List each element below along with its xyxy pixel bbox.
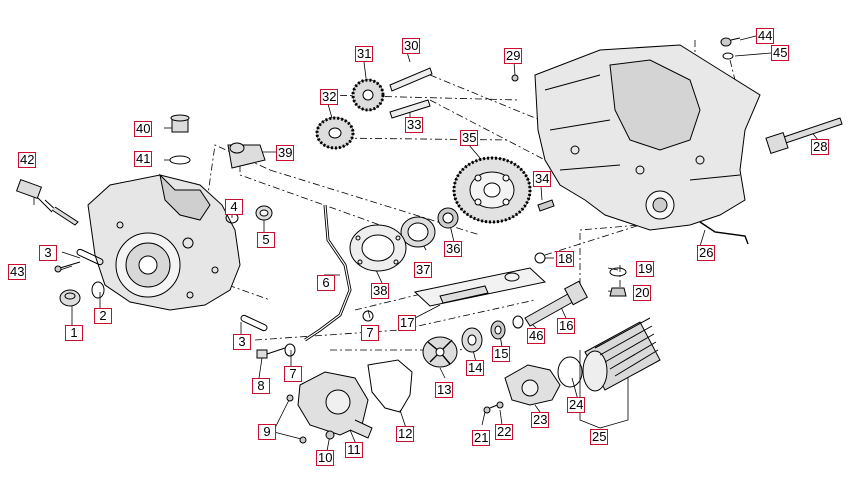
pump-shaft-16-part — [524, 280, 588, 327]
callout-3-left: 3 — [39, 245, 57, 261]
callout-34: 34 — [533, 171, 552, 187]
shaft-30-part — [389, 67, 433, 92]
callout-40: 40 — [134, 121, 153, 137]
callout-31: 31 — [355, 46, 374, 62]
bearing-37-part — [400, 216, 436, 248]
callout-44: 44 — [756, 28, 775, 44]
callout-38: 38 — [371, 283, 390, 299]
bolt-9-part — [286, 394, 294, 402]
crankcase-part — [534, 44, 761, 231]
callout-3-lower: 3 — [233, 334, 251, 350]
dowel-3b-part — [240, 314, 268, 332]
callout-39: 39 — [276, 145, 295, 161]
callout-20: 20 — [633, 285, 652, 301]
clip-26-part — [699, 221, 749, 245]
bolt-10-part — [325, 430, 335, 440]
callout-46: 46 — [527, 328, 546, 344]
gear-31-part — [351, 78, 385, 112]
pump-cover-11-part — [297, 371, 373, 439]
oil-filter-25-part — [582, 317, 661, 392]
callout-7-right: 7 — [361, 325, 379, 341]
fitting-39-part — [227, 142, 266, 169]
callout-36: 36 — [444, 241, 463, 257]
gear-32-part — [315, 116, 355, 150]
callout-12: 12 — [396, 426, 415, 442]
callout-15: 15 — [492, 346, 511, 362]
callout-30: 30 — [402, 38, 421, 54]
callout-32: 32 — [320, 89, 339, 105]
callout-24: 24 — [567, 397, 586, 413]
sensor-42-part — [15, 178, 79, 226]
callout-6: 6 — [317, 275, 335, 291]
washer-19-part — [609, 267, 627, 277]
callout-5: 5 — [257, 232, 275, 248]
screw-44-part — [720, 37, 741, 47]
plug-1-part — [59, 289, 81, 307]
plate-38-part — [349, 224, 407, 272]
oil-pipe-6-part — [304, 204, 352, 342]
ring-36-part — [437, 207, 459, 229]
pin-17-part — [413, 267, 547, 307]
callout-18: 18 — [556, 251, 575, 267]
oring-2-part — [91, 281, 105, 299]
callout-8: 8 — [252, 378, 270, 394]
callout-9: 9 — [258, 424, 276, 440]
bolt-40-part — [170, 114, 190, 133]
shaft-28-part — [765, 117, 843, 155]
callout-43: 43 — [8, 264, 27, 280]
callout-28: 28 — [811, 139, 830, 155]
callout-29: 29 — [504, 48, 523, 64]
dowel-3a-part — [76, 248, 104, 266]
callout-26: 26 — [697, 245, 716, 261]
callout-33: 33 — [405, 117, 424, 133]
gear-35-part — [452, 156, 532, 224]
callout-45: 45 — [771, 45, 790, 61]
callout-4: 4 — [225, 199, 243, 215]
impeller-13-part — [422, 336, 458, 368]
callout-10: 10 — [316, 450, 335, 466]
bolt-43-part — [54, 261, 81, 273]
washer-18-part — [534, 252, 546, 264]
nut-5-part — [255, 205, 273, 221]
shaft-33-part — [389, 99, 431, 119]
washer-46-part — [512, 315, 524, 329]
callout-41: 41 — [134, 151, 153, 167]
callout-25: 25 — [590, 429, 609, 445]
washer-45-part — [722, 52, 734, 60]
callout-42: 42 — [18, 152, 37, 168]
bolt-22-part — [496, 401, 504, 409]
bolt-29-part — [511, 74, 519, 82]
oring-24-part — [557, 356, 583, 388]
washer-7b-part — [362, 310, 374, 322]
callout-22: 22 — [495, 424, 514, 440]
callout-13: 13 — [435, 382, 454, 398]
callout-19: 19 — [636, 261, 655, 277]
callout-37: 37 — [414, 262, 433, 278]
callout-17: 17 — [398, 315, 417, 331]
gasket-12-part — [367, 359, 413, 413]
washer-7a-part — [284, 343, 296, 357]
callout-1: 1 — [65, 325, 83, 341]
left-cover-part — [87, 173, 241, 311]
callout-2: 2 — [94, 308, 112, 324]
callout-23: 23 — [531, 412, 550, 428]
plug-20-part — [609, 287, 627, 297]
callout-35: 35 — [460, 130, 479, 146]
seal-15-part — [490, 320, 506, 340]
filter-cover-23-part — [504, 364, 561, 406]
bolt-8-part — [256, 347, 286, 359]
pin-34-part — [537, 199, 555, 212]
callout-21: 21 — [472, 430, 491, 446]
callout-7-left: 7 — [284, 366, 302, 382]
callout-11: 11 — [345, 442, 363, 458]
callout-14: 14 — [466, 360, 485, 376]
callout-16: 16 — [557, 318, 576, 334]
washer-41-part — [169, 155, 191, 165]
bearing-14-part — [461, 327, 483, 353]
